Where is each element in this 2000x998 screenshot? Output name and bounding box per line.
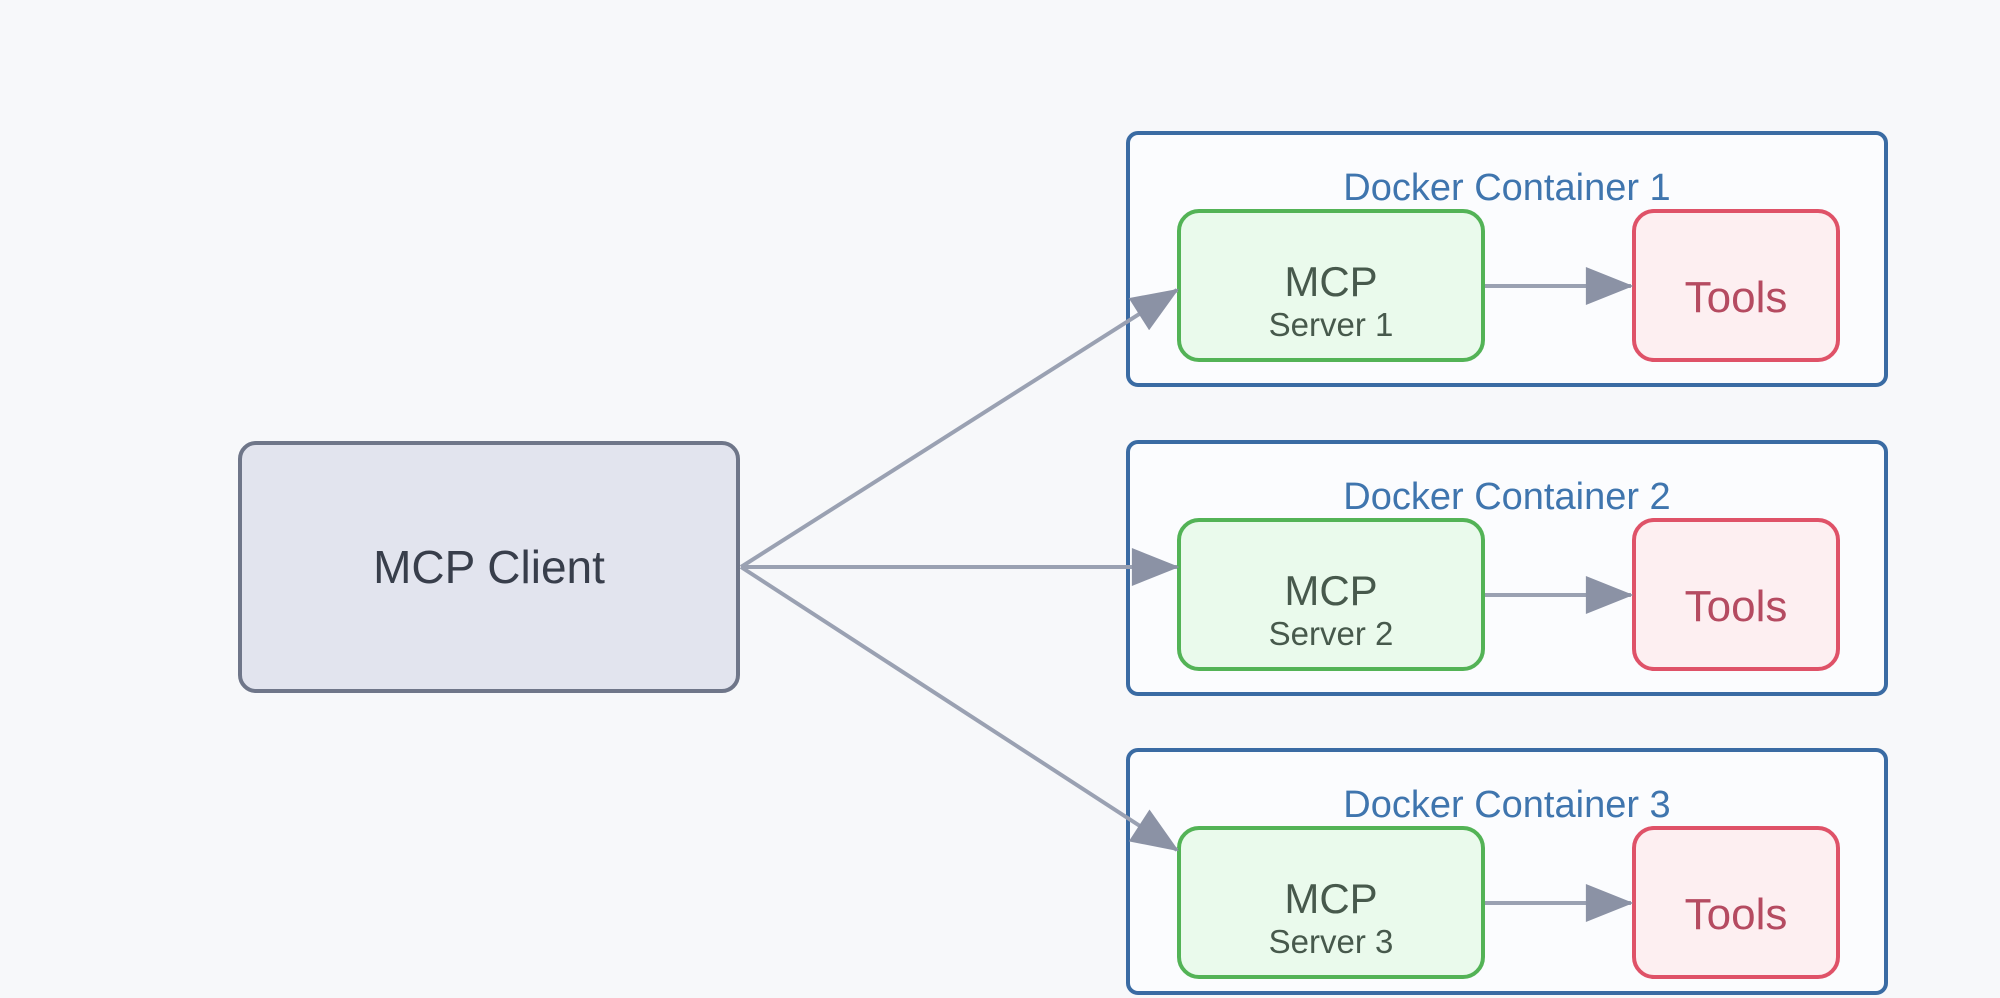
server-label-line2: Server 2 [1268,614,1394,652]
tools-label: Tools [1684,889,1788,939]
server-label-line2: Server 1 [1268,305,1394,343]
mcp-client-node: MCP Client [238,441,740,693]
mcp-server-2-node: MCP Server 2 [1177,518,1485,671]
mcp-client-label: MCP Client [373,541,605,593]
tools-1-node: Tools [1632,209,1840,362]
docker-container-3: Docker Container 3 MCP Server 3 Tools [1126,748,1888,995]
mcp-server-1-node: MCP Server 1 [1177,209,1485,362]
docker-container-1: Docker Container 1 MCP Server 1 Tools [1126,131,1888,387]
container-title: Docker Container 1 [1343,167,1671,209]
tools-label: Tools [1684,581,1788,631]
tools-2-node: Tools [1632,518,1840,671]
client-to-server3-arrow [739,565,1179,852]
docker-container-2: Docker Container 2 MCP Server 2 Tools [1126,440,1888,696]
container-title: Docker Container 2 [1343,476,1671,518]
tools-label: Tools [1684,272,1788,322]
tools-3-node: Tools [1632,826,1840,979]
server-label-line2: Server 3 [1268,922,1394,960]
client-to-server1-arrow [739,288,1180,569]
server-label-line1: MCP [1284,257,1378,305]
mcp-server-3-node: MCP Server 3 [1177,826,1485,979]
container-title: Docker Container 3 [1343,784,1671,826]
server-label-line1: MCP [1284,566,1378,614]
server-label-line1: MCP [1284,874,1378,922]
